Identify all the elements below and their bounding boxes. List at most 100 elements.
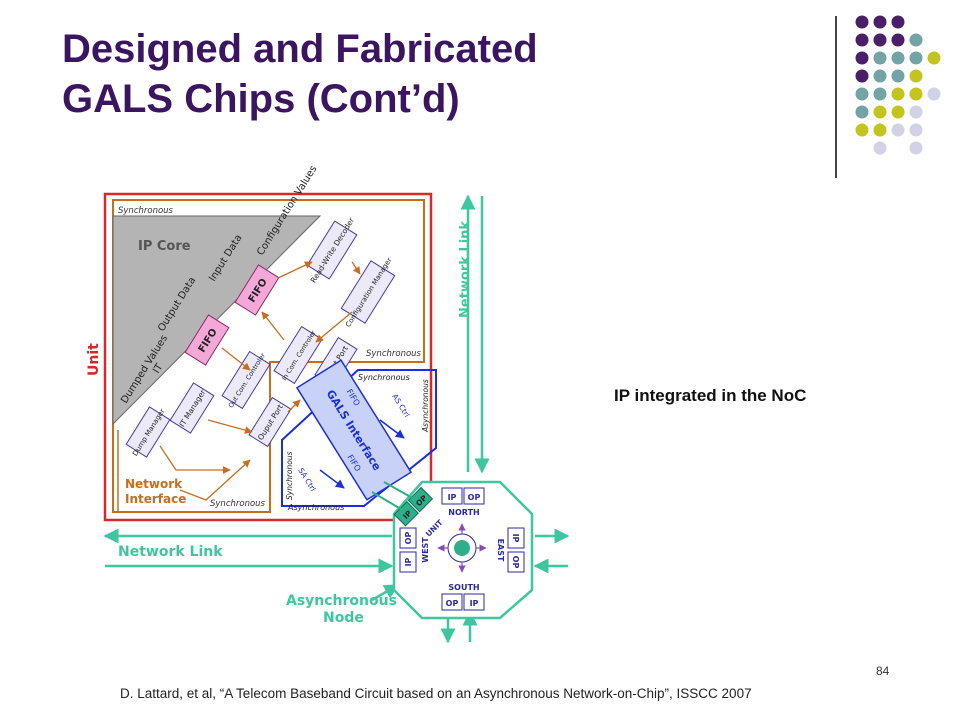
title-line-2: GALS Chips (Cont’d) bbox=[62, 77, 460, 121]
south-ip-label: IP bbox=[470, 599, 479, 608]
asynchronous-node-label-2: Node bbox=[323, 610, 364, 626]
out-com-controler-rect bbox=[221, 350, 271, 410]
west-ip-port bbox=[399, 551, 417, 573]
south-op-port bbox=[441, 593, 463, 611]
path-it-to-outport bbox=[207, 419, 253, 434]
path-fifo-to-decoder bbox=[277, 261, 313, 279]
dot bbox=[909, 33, 923, 47]
south-ip-port bbox=[463, 593, 485, 611]
dump-manager-rect bbox=[125, 406, 171, 458]
gals-arrow-1 bbox=[379, 419, 405, 439]
dot bbox=[891, 87, 905, 101]
dot bbox=[891, 69, 905, 83]
callout-text: IP integrated in the NoC bbox=[614, 386, 807, 405]
it-manager-rect bbox=[169, 382, 215, 434]
dot bbox=[891, 15, 905, 29]
unit-label: Unit bbox=[86, 343, 102, 376]
path-incom-to-fifo bbox=[261, 311, 285, 341]
fifo-lower-rect bbox=[184, 314, 230, 366]
asynchronous-node-label-1: Asynchronous bbox=[286, 593, 397, 609]
dot bbox=[873, 105, 887, 119]
south-ports: OP IP SOUTH bbox=[441, 583, 485, 611]
east-ports: IP OP EAST bbox=[496, 527, 525, 573]
dot bbox=[909, 123, 923, 137]
dot bbox=[891, 105, 905, 119]
dot bbox=[909, 69, 923, 83]
north-op-port bbox=[463, 487, 485, 505]
dot bbox=[855, 105, 869, 119]
network-interface-frame bbox=[117, 430, 268, 513]
north-ports: IP OP NORTH bbox=[441, 487, 485, 517]
synchronous-domain-border bbox=[112, 199, 425, 513]
fifo-block-upper: FIFO bbox=[234, 264, 280, 316]
sa-ctrl-label: SA Ctrl bbox=[296, 466, 317, 493]
gals-asynchronous-side-label: Asynchronous bbox=[421, 379, 430, 433]
in-com-controler-rect bbox=[273, 325, 323, 385]
it-manager-block: IT Manager bbox=[169, 382, 215, 434]
network-link-left-label: Network Link bbox=[118, 544, 223, 560]
dot bbox=[891, 51, 905, 65]
fifo-upper-rect bbox=[234, 264, 280, 316]
dot bbox=[873, 33, 887, 47]
citation: D. Lattard, et al, “A Telecom Baseband C… bbox=[120, 686, 752, 701]
path-dump-loop bbox=[159, 445, 231, 474]
path-fifo-to-portin bbox=[221, 347, 251, 371]
gals-synchronous-label: Synchronous bbox=[358, 373, 410, 382]
west-ip-label: IP bbox=[404, 557, 413, 566]
path-outport-to-gals bbox=[287, 399, 301, 413]
internal-data-paths bbox=[159, 261, 361, 501]
read-write-decoder-rect bbox=[306, 220, 358, 280]
title-line-1: Designed and Fabricated bbox=[62, 27, 538, 71]
dump-manager-block: Dump Manager bbox=[125, 406, 171, 458]
network-links bbox=[103, 194, 570, 644]
dot bbox=[855, 87, 869, 101]
gals-interface-rect bbox=[295, 359, 413, 501]
dot bbox=[873, 15, 887, 29]
east-ip-label: IP bbox=[511, 534, 520, 543]
output-port-block: Ouput Port bbox=[248, 396, 292, 448]
node-center-dot bbox=[454, 540, 470, 556]
decorative-dot-grid bbox=[855, 15, 941, 155]
synchronous-label-bottom: Synchronous bbox=[210, 499, 266, 509]
west-label: WEST bbox=[421, 537, 430, 563]
dot bbox=[855, 51, 869, 65]
network-interface-label-1: Network bbox=[125, 477, 183, 491]
dot bbox=[873, 141, 887, 155]
node-to-unit-link bbox=[383, 481, 417, 501]
dot bbox=[873, 87, 887, 101]
east-ip-port bbox=[507, 527, 525, 549]
south-label: SOUTH bbox=[448, 583, 479, 592]
east-label: EAST bbox=[496, 539, 505, 562]
gals-synchronous-side-label: Synchronous bbox=[285, 451, 294, 500]
north-op-label: OP bbox=[468, 493, 481, 502]
north-ip-port bbox=[441, 487, 463, 505]
unit-to-node-link bbox=[371, 491, 407, 513]
gals-asynchronous-domain bbox=[281, 369, 437, 507]
synchronous-label-top: Synchronous bbox=[118, 206, 174, 216]
dot bbox=[909, 51, 923, 65]
dot bbox=[855, 123, 869, 137]
dot bbox=[909, 87, 923, 101]
dot bbox=[909, 141, 923, 155]
dot bbox=[909, 105, 923, 119]
dot bbox=[891, 123, 905, 137]
gals-arrow-2 bbox=[319, 469, 345, 489]
dot bbox=[855, 69, 869, 83]
gals-asynchronous-label: Asynchronous bbox=[287, 503, 344, 512]
title-divider bbox=[835, 16, 837, 178]
node-switch-arrows bbox=[437, 523, 487, 573]
east-op-port bbox=[507, 551, 525, 573]
as-ctrl-label: AS Ctrl bbox=[390, 392, 411, 419]
fifo-block-lower: FIFO bbox=[184, 314, 230, 366]
path-decoder-to-config bbox=[351, 261, 361, 275]
dot bbox=[927, 87, 941, 101]
unit-op-port bbox=[407, 486, 434, 513]
dot bbox=[873, 51, 887, 65]
dot bbox=[873, 123, 887, 137]
path-config-to-incom bbox=[315, 311, 353, 343]
north-ip-label: IP bbox=[448, 493, 457, 502]
dot bbox=[855, 15, 869, 29]
network-interface-label-2: Interface bbox=[125, 492, 186, 506]
configuration-manager-block: Configuration Manager bbox=[340, 256, 396, 329]
